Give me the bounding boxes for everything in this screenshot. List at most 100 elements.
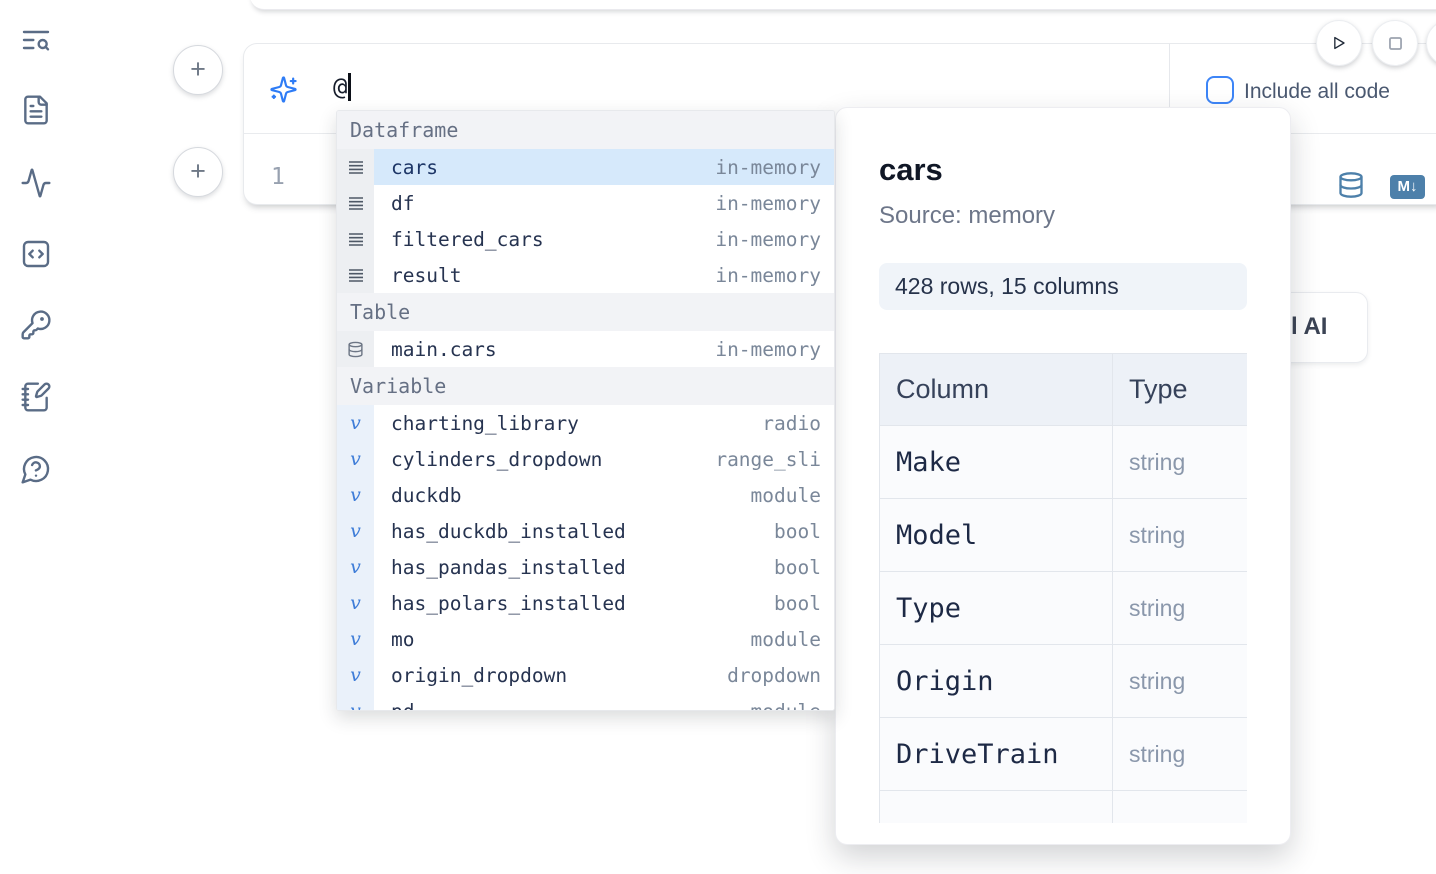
autocomplete-item[interactable]: v cylinders_dropdown range_sli: [337, 441, 834, 477]
autocomplete-item[interactable]: cars in-memory: [337, 149, 834, 185]
key-icon[interactable]: [20, 309, 52, 341]
item-type: bool: [774, 591, 821, 615]
schema-header-column: Column: [879, 353, 1113, 426]
schema-column-name: Origin: [879, 644, 1113, 718]
play-icon: [1334, 36, 1345, 50]
divider: [1169, 44, 1170, 134]
schema-column-name: Model: [879, 498, 1113, 572]
autocomplete-item[interactable]: v origin_dropdown dropdown: [337, 657, 834, 693]
item-name: cars: [391, 155, 438, 179]
sparkles-icon: [269, 75, 298, 104]
item-type: module: [750, 483, 821, 507]
dataframe-popup: cars Source: memory 428 rows, 15 columns…: [835, 107, 1291, 845]
item-name: has_pandas_installed: [391, 555, 626, 579]
item-type: in-memory: [715, 337, 821, 361]
ai-prompt-input[interactable]: @: [333, 73, 352, 101]
item-name: has_duckdb_installed: [391, 519, 626, 543]
file-icon[interactable]: [20, 94, 52, 126]
variable-icon: v: [337, 405, 374, 441]
autocomplete-item[interactable]: df in-memory: [337, 185, 834, 221]
item-name: has_polars_installed: [391, 591, 626, 615]
shape-badge: 428 rows, 15 columns: [879, 263, 1247, 310]
notebook-pen-icon[interactable]: [20, 381, 52, 413]
schema-column-type: string: [1112, 571, 1247, 645]
autocomplete-item[interactable]: main.cars in-memory: [337, 331, 834, 367]
rows-icon: [337, 185, 374, 221]
item-type: in-memory: [715, 263, 821, 287]
item-name: duckdb: [391, 483, 462, 507]
help-chat-icon[interactable]: [20, 453, 52, 485]
code-square-icon[interactable]: [20, 238, 52, 270]
activity-icon[interactable]: [20, 167, 52, 199]
rows-icon: [337, 221, 374, 257]
line-number: 1: [271, 164, 285, 190]
variable-icon: v: [337, 513, 374, 549]
include-all-code-label: Include all code: [1244, 80, 1390, 103]
autocomplete-section-header: Dataframe: [337, 111, 834, 149]
schema-column-type: string: [1112, 717, 1247, 791]
include-all-code-checkbox[interactable]: [1206, 76, 1234, 104]
run-cell-button[interactable]: [1316, 20, 1362, 66]
stop-icon: [1388, 36, 1402, 50]
schema-column-type: [1112, 790, 1247, 823]
add-cell-button-bottom[interactable]: +: [173, 147, 223, 197]
item-name: main.cars: [391, 337, 497, 361]
previous-cell-edge: [250, 0, 1436, 10]
autocomplete-item[interactable]: v pd module: [337, 693, 834, 711]
schema-column-type: string: [1112, 425, 1247, 499]
variable-icon: v: [337, 693, 374, 710]
item-type: module: [750, 699, 821, 711]
autocomplete-item[interactable]: result in-memory: [337, 257, 834, 293]
markdown-icon[interactable]: M↓: [1390, 175, 1425, 199]
schema-column-type: string: [1112, 498, 1247, 572]
generate-ai-label: l AI: [1291, 313, 1328, 340]
item-name: result: [391, 263, 462, 287]
item-type: in-memory: [715, 155, 821, 179]
item-type: dropdown: [727, 663, 821, 687]
database-icon: [337, 331, 374, 367]
variable-icon: v: [337, 477, 374, 513]
item-name: origin_dropdown: [391, 663, 568, 687]
database-panel-icon[interactable]: [1337, 171, 1365, 199]
item-name: mo: [391, 627, 415, 651]
item-name: pd: [391, 699, 415, 711]
schema-column-name: DriveTrain: [879, 717, 1113, 791]
rows-icon: [337, 149, 374, 185]
variable-icon: v: [337, 621, 374, 657]
item-type: range_sli: [715, 447, 821, 471]
prompt-value: @: [333, 73, 348, 101]
stop-button[interactable]: [1372, 20, 1418, 66]
item-type: bool: [774, 555, 821, 579]
variable-icon: v: [337, 657, 374, 693]
variable-icon: v: [337, 441, 374, 477]
item-type: radio: [762, 411, 821, 435]
schema-header-type: Type: [1112, 353, 1247, 426]
schema-row: [879, 790, 1247, 823]
schema-column-name: [879, 790, 1113, 823]
item-name: df: [391, 191, 415, 215]
schema-column-type: string: [1112, 644, 1247, 718]
text-search-icon[interactable]: [20, 24, 52, 56]
variable-icon: v: [337, 549, 374, 585]
item-name: cylinders_dropdown: [391, 447, 603, 471]
rows-icon: [337, 257, 374, 293]
autocomplete-item[interactable]: v has_pandas_installed bool: [337, 549, 834, 585]
add-cell-button-top[interactable]: +: [173, 45, 223, 95]
autocomplete-section-header: Table: [337, 293, 834, 331]
item-type: in-memory: [715, 227, 821, 251]
item-type: in-memory: [715, 191, 821, 215]
schema-column-name: Type: [879, 571, 1113, 645]
